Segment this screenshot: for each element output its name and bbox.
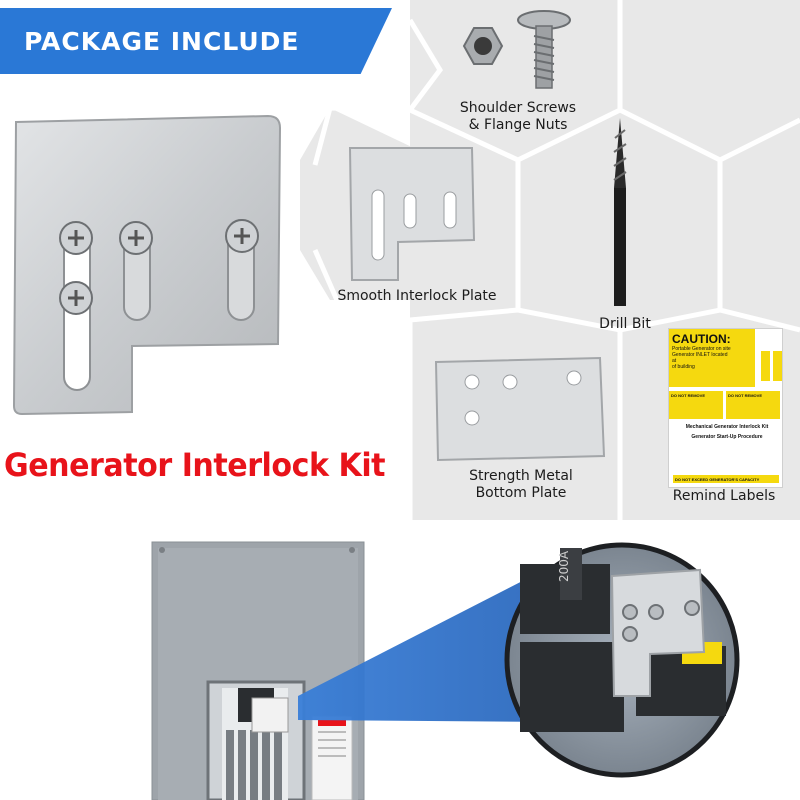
- interlock-plate-image: [12, 114, 282, 416]
- package-include-banner: PACKAGE INCLUDE: [0, 8, 392, 74]
- label-drill-bit: Drill Bit: [599, 316, 651, 332]
- banner-title: PACKAGE INCLUDE: [24, 26, 300, 56]
- screw-and-nut-image: [462, 10, 571, 89]
- footer-sticker: DO NOT EXCEED GENERATOR'S CAPACITY: [673, 475, 779, 483]
- warning-sticker-left: DO NOT REMOVE: [669, 391, 723, 419]
- label-screws-nuts: Shoulder Screws & Flange Nuts: [459, 100, 577, 133]
- label-smooth-plate: Smooth Interlock Plate: [337, 288, 497, 304]
- strength-plate-image: [434, 356, 606, 462]
- caution-title: CAUTION:: [672, 332, 731, 346]
- caution-sticker: CAUTION: Portable Generator on site Gene…: [669, 329, 755, 387]
- label-remind-labels: Remind Labels: [672, 488, 776, 504]
- warning-sticker-right: DO NOT REMOVE: [726, 391, 780, 419]
- caution-line: Generator INLET located: [672, 352, 728, 358]
- caution-line: at: [672, 358, 677, 364]
- small-sticker: [773, 351, 782, 381]
- label-strength-plate: Strength Metal Bottom Plate: [469, 468, 573, 501]
- kit-title: Mechanical Generator Interlock Kit: [685, 424, 769, 430]
- kit-instructions: Mechanical Generator Interlock Kit Gener…: [675, 424, 779, 440]
- caution-line: Portable Generator on site: [672, 346, 731, 352]
- drill-bit-image: [613, 118, 627, 306]
- small-sticker: [761, 351, 770, 381]
- product-title: Generator Interlock Kit: [4, 446, 386, 484]
- caution-line: of building: [672, 364, 695, 370]
- smooth-plate-image: [348, 147, 476, 281]
- remind-label-sheet: CAUTION: Portable Generator on site Gene…: [668, 328, 783, 488]
- procedure-title: Generator Start-Up Procedure: [691, 434, 763, 440]
- electrical-panel-scene: 200A: [151, 541, 740, 800]
- breaker-label: 200A: [557, 550, 571, 582]
